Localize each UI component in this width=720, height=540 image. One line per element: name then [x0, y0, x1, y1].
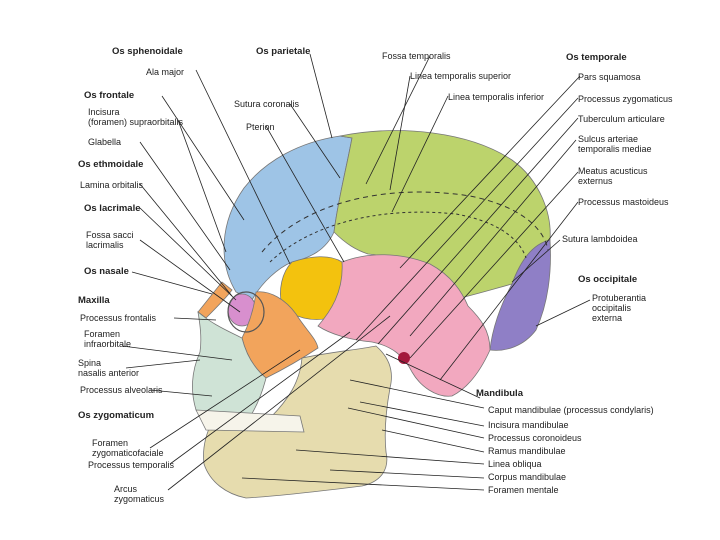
temporal-line-superior: [261, 191, 549, 253]
label-processus-frontalis: Processus frontalis: [80, 313, 157, 323]
label-incisura-2: (foramen) supraorbitalis: [88, 117, 184, 127]
label-pterion: Pterion: [246, 122, 275, 132]
label-foramen-infra-2: infraorbitale: [84, 339, 132, 349]
bone-temporal: [317, 254, 491, 397]
label-os-frontale: Os frontale: [84, 90, 135, 101]
label-tuberculum-articulare: Tuberculum articulare: [578, 114, 665, 124]
label-sutura-coronalis: Sutura coronalis: [234, 99, 300, 109]
label-os-parietale: Os parietale: [256, 46, 311, 57]
label-maxilla: Maxilla: [78, 295, 110, 306]
temporal-line-inferior: [269, 211, 527, 263]
label-linea-temp-sup: Linea temporalis superior: [410, 71, 512, 81]
label-processus-mastoideus: Processus mastoideus: [578, 197, 669, 207]
label-sulcus-1: Sulcus arteriae: [578, 134, 639, 144]
label-corpus-mandibulae: Corpus mandibulae: [488, 472, 567, 482]
label-os-occipitale: Os occipitale: [578, 274, 638, 285]
label-os-temporale: Os temporale: [566, 52, 627, 63]
label-arcus-1: Arcus: [114, 484, 138, 494]
label-spina-1: Spina: [78, 358, 102, 368]
label-protuberantia-2: occipitalis: [592, 303, 632, 313]
bone-parietal: [333, 130, 551, 301]
bone-zygomatic: [241, 291, 319, 379]
label-mandibula: Mandibula: [476, 388, 523, 399]
label-processus-coronoideus: Processus coronoideus: [488, 433, 582, 443]
label-foramen-infra-1: Foramen: [84, 329, 121, 339]
label-linea-obliqua: Linea obliqua: [488, 459, 542, 469]
label-fossa-temporalis: Fossa temporalis: [382, 51, 451, 61]
label-caput-mandibulae: Caput mandibulae (processus condylaris): [488, 405, 654, 415]
label-glabella: Glabella: [88, 137, 122, 147]
label-spina-2: nasalis anterior: [78, 368, 140, 378]
label-incisura-mandibulae: Incisura mandibulae: [488, 420, 569, 430]
label-processus-temporalis: Processus temporalis: [88, 460, 175, 470]
label-processus-zygomaticus: Processus zygomaticus: [578, 94, 673, 104]
label-os-sphenoidale: Os sphenoidale: [112, 46, 183, 57]
bone-nasal: [197, 281, 233, 319]
label-protuberantia-1: Protuberantia: [592, 293, 647, 303]
label-arcus-2: zygomaticus: [114, 494, 165, 504]
label-os-nasale: Os nasale: [84, 266, 129, 277]
label-meatus-2: externus: [578, 176, 613, 186]
label-processus-alveolaris: Processus alveolaris: [80, 385, 163, 395]
label-foramen-zyg-1: Foramen: [92, 438, 129, 448]
label-os-ethmoidale: Os ethmoidale: [78, 159, 144, 170]
orbit: [227, 291, 265, 333]
label-fossa-sacci-2: lacrimalis: [86, 240, 124, 250]
label-fossa-sacci-1: Fossa sacci: [86, 230, 134, 240]
label-meatus-1: Meatus acusticus: [578, 166, 648, 176]
label-ramus-mandibulae: Ramus mandibulae: [488, 446, 566, 456]
label-os-lacrimale: Os lacrimale: [84, 203, 141, 214]
label-ala-major: Ala major: [146, 67, 185, 77]
label-sulcus-2: temporalis mediae: [578, 144, 652, 154]
leader-lines: [121, 53, 591, 491]
label-sutura-lambdoidea: Sutura lambdoidea: [562, 234, 638, 244]
label-lamina-orbitalis: Lamina orbitalis: [80, 180, 144, 190]
label-linea-temp-inf: Linea temporalis inferior: [448, 92, 545, 102]
label-protuberantia-3: externa: [592, 313, 623, 323]
label-foramen-mentale: Foramen mentale: [488, 485, 559, 495]
label-pars-squamosa: Pars squamosa: [578, 72, 641, 82]
label-incisura-1: Incisura: [88, 107, 120, 117]
label-foramen-zyg-2: zygomaticofaciale: [92, 448, 164, 458]
label-os-zygomaticum: Os zygomaticum: [78, 410, 155, 421]
